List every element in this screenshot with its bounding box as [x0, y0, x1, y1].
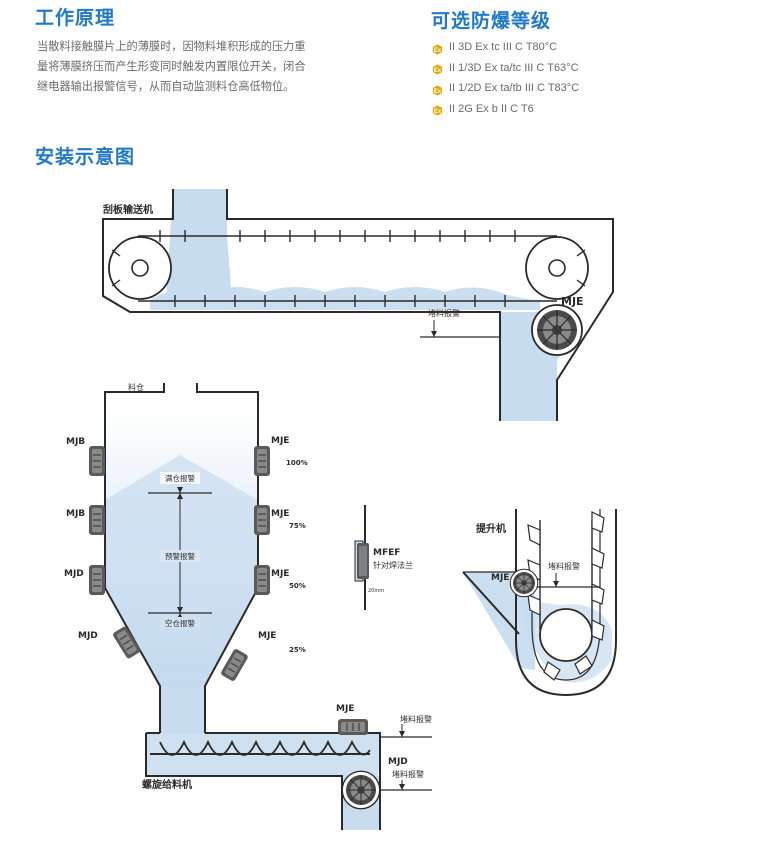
- explosion-grade-text: II 1/2D Ex ta/tb III C T83°C: [449, 82, 580, 94]
- screw-alarm-top: 堵料报警: [400, 714, 432, 724]
- silo-right-sensor-label: MJE: [271, 569, 289, 579]
- principle-line: 当散料接触膜片上的薄膜时，因物料堆积形成的压力重: [37, 40, 306, 53]
- explosion-grade-text: II 2G Ex b II C T6: [449, 102, 534, 115]
- silo-mje-sensor-4: [219, 647, 250, 683]
- silo-right-sensor-label: MJE: [271, 509, 289, 519]
- mfef-detail: MFEF 针对焊法兰 20mm: [354, 505, 413, 610]
- explosion-grade-list: Ex II 3D Ex tc III C T80°C Ex II 1/3D Ex t…: [432, 37, 579, 119]
- mfef-name: MFEF: [373, 548, 400, 558]
- explosion-grade-item: Ex II 1/2D Ex ta/tb III C T83°C: [432, 78, 579, 99]
- elevator-alarm: 堵料报警: [548, 561, 580, 571]
- silo-mjd-sensor-1: [88, 564, 106, 596]
- ex-hexagon-icon: Ex: [432, 103, 443, 116]
- scraper-mje-sensor: [531, 304, 583, 356]
- elevator-sensor-label: MJE: [491, 573, 509, 583]
- screw-mje-sensor: [337, 718, 369, 736]
- screw-sensor-top-label: MJE: [336, 704, 354, 714]
- bucket-elevator: 提升机 MJE 堵料报警: [462, 509, 617, 697]
- explosion-grade-item: Ex II 1/3D Ex ta/tc III C T63°C: [432, 58, 579, 79]
- silo-mje-sensor-2: [253, 504, 271, 536]
- svg-text:Ex: Ex: [434, 48, 442, 54]
- scraper-conveyor: 刮板输送机 堵料报警 MJE: [102, 189, 614, 421]
- scraper-inlet-material: [166, 189, 232, 300]
- elevator-label: 提升机: [476, 522, 506, 535]
- silo-left-sensor-label: MJB: [66, 437, 85, 447]
- svg-text:Ex: Ex: [434, 89, 442, 95]
- scraper-sensor-label: MJE: [561, 295, 584, 308]
- silo-mje-sensor-1: [253, 445, 271, 477]
- ex-hexagon-icon: Ex: [432, 42, 443, 55]
- silo-alarm-empty: 空仓报警: [165, 618, 195, 628]
- silo: 料仓 MJB MJB MJD MJD MJE MJE MJE MJE 100% …: [64, 382, 308, 734]
- silo-left-sensor-label: MJD: [64, 569, 84, 579]
- principle-title: 工作原理: [35, 7, 116, 29]
- silo-percent: 25%: [289, 646, 306, 654]
- scraper-alarm-label: 堵料报警: [428, 308, 460, 318]
- principle-line: 继电器输出报警信号，从而自动监测料仓高低物位。: [37, 80, 295, 93]
- silo-percent: 100%: [286, 459, 308, 467]
- explosion-grade-item: Ex II 2G Ex b II C T6: [432, 99, 579, 120]
- silo-left-sensor-label: MJD: [78, 631, 98, 641]
- silo-alarm-full: 满仓报警: [165, 473, 195, 483]
- silo-mje-sensor-3: [253, 564, 271, 596]
- mfef-dim: 20mm: [368, 588, 384, 594]
- principle-description: 当散料接触膜片上的薄膜时，因物料堆积形成的压力重 量将薄膜挤压而产生形变同时触发…: [37, 37, 372, 97]
- silo-mjb-sensor-1: [88, 445, 106, 477]
- explosion-title: 可选防爆等级: [431, 10, 552, 32]
- install-title: 安装示意图: [35, 146, 136, 168]
- silo-percent: 50%: [289, 582, 306, 590]
- explosion-grade-text: II 1/3D Ex ta/tc III C T63°C: [449, 61, 579, 74]
- svg-text:Ex: Ex: [434, 68, 442, 74]
- screw-alarm-bottom: 堵料报警: [392, 769, 424, 779]
- screw-mjd-sensor: [341, 770, 381, 810]
- screw-feeder: 螺旋给料机 MJE 堵料报警 MJD 堵料报警: [142, 704, 432, 830]
- screw-label: 螺旋给料机: [142, 778, 192, 791]
- principle-line: 量将薄膜挤压而产生形变同时触发内置限位开关，闭合: [37, 60, 306, 73]
- ex-hexagon-icon: Ex: [432, 62, 443, 75]
- scraper-material-wave: [150, 287, 540, 310]
- silo-inlet-label: 料仓: [128, 382, 144, 392]
- ex-hexagon-icon: Ex: [432, 83, 443, 96]
- silo-left-sensor-label: MJB: [66, 509, 85, 519]
- explosion-grade-text: II 3D Ex tc III C T80°C: [449, 41, 558, 53]
- silo-right-sensor-label: MJE: [271, 436, 289, 446]
- silo-mjb-sensor-2: [88, 504, 106, 536]
- explosion-grade-item: Ex II 3D Ex tc III C T80°C: [432, 37, 579, 58]
- mfef-note: 针对焊法兰: [373, 560, 413, 570]
- screw-sensor-bottom-label: MJD: [388, 757, 408, 767]
- silo-right-sensor-label: MJE: [258, 631, 276, 641]
- elevator-mje-sensor: [509, 568, 539, 598]
- svg-text:Ex: Ex: [434, 109, 442, 115]
- silo-alarm-warn: 预警报警: [165, 551, 195, 561]
- scraper-label: 刮板输送机: [103, 203, 153, 216]
- silo-percent: 75%: [289, 522, 306, 530]
